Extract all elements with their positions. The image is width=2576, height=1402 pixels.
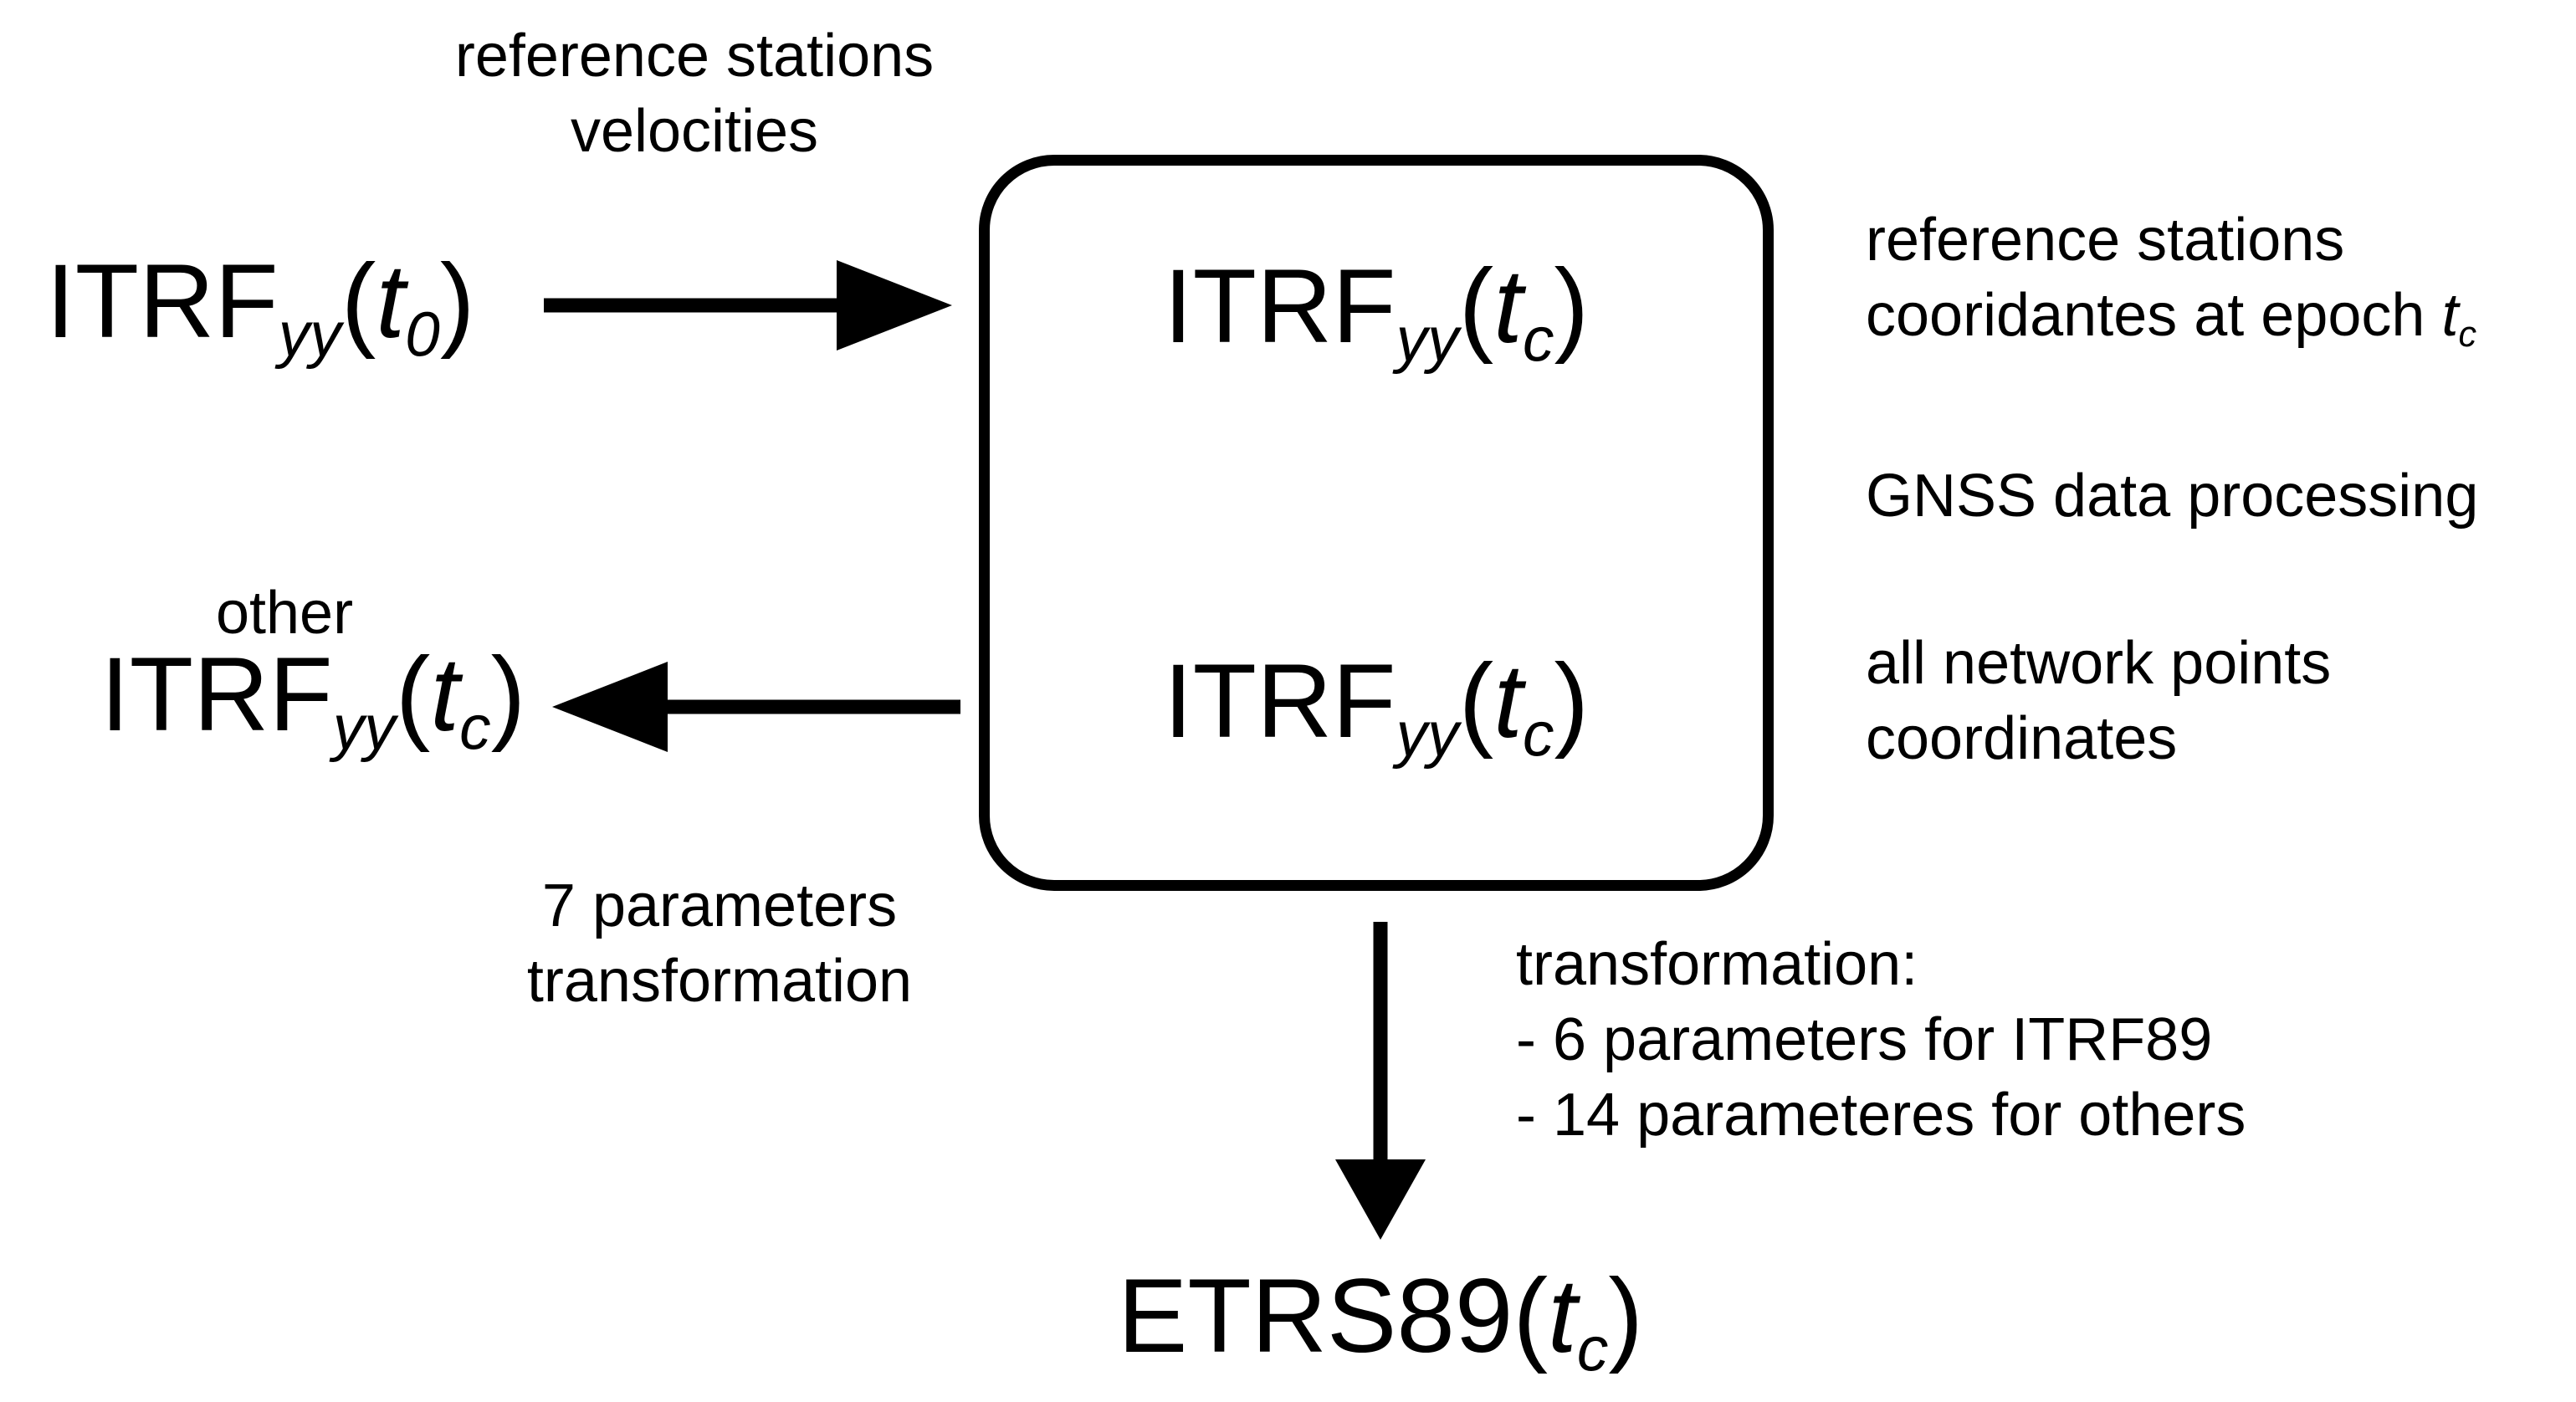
formula-varsub: 0 [405, 299, 440, 370]
paren-close: ) [1554, 643, 1590, 760]
arrow-box-to-etrs89 [1335, 922, 1426, 1240]
label-line: transformation: [1516, 931, 1918, 998]
formula-varsub: c [1522, 304, 1554, 375]
paren-open: ( [1458, 643, 1494, 760]
label-line: 7 parameters [541, 872, 898, 939]
paren-open: ( [1513, 1258, 1549, 1374]
label-line: - 6 parameters for ITRF89 [1516, 1006, 2213, 1073]
formula-varsub: c [1522, 698, 1554, 770]
label-text: cooridantes at epoch [1866, 282, 2442, 349]
label-line: - 14 parameteres for others [1516, 1082, 2246, 1149]
paren-close: ) [1608, 1258, 1643, 1374]
label-gnss-data-processing: GNSS data processing [1866, 458, 2478, 534]
label-line: velocities [570, 98, 819, 165]
formula-varsub: c [1576, 1313, 1609, 1384]
label-line: reference stations [1866, 207, 2345, 274]
formula-base: ITRF [1163, 248, 1396, 365]
label-line: transformation [526, 948, 913, 1015]
formula-var: t [1493, 248, 1523, 365]
formula-varsub: c [459, 692, 491, 763]
node-itrf-tc-network: ITRFyy(tc) [990, 644, 1763, 769]
paren-close: ) [490, 637, 526, 753]
label-line: other [215, 580, 354, 647]
formula-var: t [1493, 643, 1523, 760]
label-all-network-points: all network points coordinates [1866, 626, 2331, 776]
formula-subscript: yy [332, 692, 396, 763]
label-reference-stations-velocities: reference stations velocities [376, 18, 1012, 169]
arrow-box-to-other-itrf [552, 662, 960, 752]
label-line: all network points [1866, 630, 2332, 697]
label-other: other [84, 576, 485, 651]
node-etrs89-tc: ETRS89(tc) [1088, 1259, 1673, 1384]
formula-varsub: c [2458, 314, 2477, 355]
formula-subscript: yy [1396, 698, 1459, 770]
label-reference-stations-coordinates: reference stations cooridantes at epoch … [1866, 202, 2476, 357]
paren-close: ) [439, 243, 475, 360]
formula-base: ITRF [1163, 643, 1396, 760]
label-line: coordinates [1866, 705, 2178, 772]
formula-var: t [2441, 282, 2459, 349]
formula-subscript: yy [278, 299, 341, 370]
formula-var: t [430, 637, 460, 753]
formula-var: t [376, 243, 406, 360]
paren-open: ( [395, 637, 431, 753]
node-itrf-tc-reference: ITRFyy(tc) [990, 249, 1763, 374]
label-line: reference stations [454, 23, 935, 90]
node-other-itrf-tc: ITRFyy(tc) [100, 637, 525, 762]
formula-base: ITRF [46, 243, 279, 360]
formula-base: ETRS89 [1118, 1258, 1513, 1374]
formula-subscript: yy [1396, 304, 1459, 375]
formula-base: ITRF [100, 637, 333, 753]
paren-open: ( [341, 243, 376, 360]
node-itrf-t0: ITRFyy(t0) [46, 244, 474, 369]
arrow-itrf-t0-to-box [544, 260, 952, 350]
processing-box: ITRFyy(tc) ITRFyy(tc) [979, 155, 1774, 891]
label-7-parameters-transformation: 7 parameters transformation [469, 868, 970, 1019]
label-line: cooridantes at epoch tc [1866, 278, 2476, 357]
formula-var: t [1548, 1258, 1577, 1374]
paren-open: ( [1458, 248, 1494, 365]
label-line: GNSS data processing [1866, 463, 2479, 530]
paren-close: ) [1554, 248, 1590, 365]
label-transformation-parameters: transformation: - 6 parameters for ITRF8… [1516, 927, 2246, 1153]
